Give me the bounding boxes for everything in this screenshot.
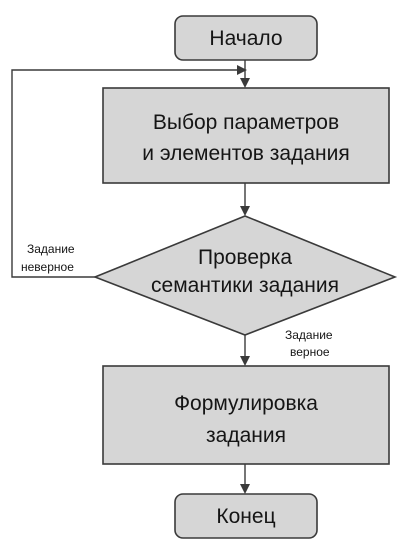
- select-params-line1: Выбор параметров: [153, 111, 339, 134]
- select-params-node: [102, 87, 390, 184]
- edge-right-label-line1: Задание: [285, 328, 333, 342]
- start-node-label: Начало: [209, 27, 282, 50]
- formulate-line1: Формулировка: [174, 392, 318, 415]
- check-semantics-line2: семантики задания: [151, 274, 339, 297]
- check-semantics-node: [92, 215, 398, 336]
- edge-loop-back: [11, 65, 247, 278]
- end-node-label: Конец: [216, 505, 275, 528]
- edge-wrong-label-line2: неверное: [21, 260, 74, 274]
- select-params-line2: и элементов задания: [142, 142, 349, 165]
- end-node: [174, 493, 318, 539]
- start-node: [174, 15, 318, 61]
- formulate-line2: задания: [206, 424, 286, 447]
- formulate-node: [102, 365, 390, 465]
- edge-right-label-line2: верное: [290, 345, 330, 359]
- edge-wrong-label-line1: Задание: [27, 242, 75, 256]
- check-semantics-line1: Проверка: [198, 246, 292, 269]
